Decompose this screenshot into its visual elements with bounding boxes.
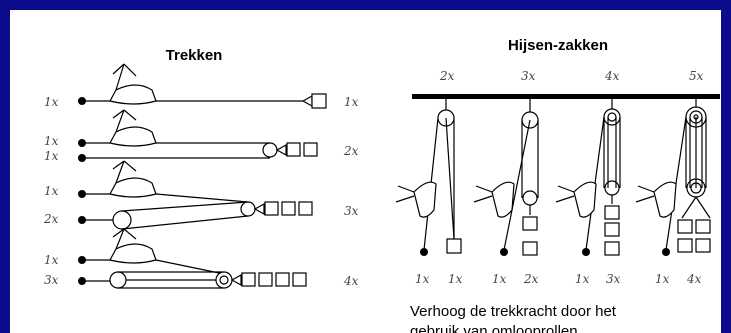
- bottom-label-4x-b: 3x: [606, 272, 621, 286]
- bottom-label-5x-b: 4x: [686, 272, 702, 286]
- caption-line-1: Verhoog de trekkracht door het: [410, 303, 617, 320]
- hoist-2x: [395, 99, 462, 256]
- caption-line-2: gebruik van omlooprollen: [410, 323, 578, 333]
- row3-left-label-2: 2x: [43, 212, 59, 226]
- bottom-label-2x-b: 1x: [448, 272, 463, 286]
- row1-left-label: 1x: [44, 95, 59, 109]
- pulley-diagram: Trekken 1x 1x 1x 1x 2x 1x 2x: [43, 37, 720, 333]
- row4-left-label-1: 1x: [44, 253, 59, 267]
- bottom-label-4x-a: 1x: [575, 272, 590, 286]
- bottom-label-3x-a: 1x: [492, 272, 507, 286]
- row3-left-label-1: 1x: [44, 184, 59, 198]
- bottom-label-5x-a: 1x: [655, 272, 670, 286]
- hijsen-title: Hijsen-zakken: [508, 37, 608, 54]
- row2-left-label-2: 1x: [44, 149, 59, 163]
- pulley: [262, 142, 278, 158]
- row2-left-label-1: 1x: [44, 134, 59, 148]
- row2-right-label: 2x: [343, 144, 359, 158]
- row3-right-label: 3x: [344, 204, 359, 218]
- person-hull: [109, 84, 157, 105]
- trekken-row-3: 1x 2x 3x: [43, 160, 359, 230]
- trekken-title: Trekken: [166, 47, 223, 64]
- hoist-5x: [635, 99, 711, 256]
- bottom-label-3x-b: 2x: [523, 272, 539, 286]
- row1-right-label: 1x: [344, 95, 359, 109]
- hoist-4x: [555, 99, 621, 256]
- weight-box: [311, 93, 327, 109]
- trekken-row-2: 1x 1x 2x: [44, 109, 359, 163]
- row4-right-label: 4x: [343, 274, 359, 288]
- trekken-row-1: 1x 1x: [44, 63, 359, 109]
- top-label-2x: 2x: [439, 69, 455, 83]
- row4-left-label-2: 3x: [44, 273, 59, 287]
- top-label-4x: 4x: [604, 69, 620, 83]
- hoist-3x: [473, 99, 539, 256]
- trekken-row-4: 1x 3x 4x: [44, 228, 359, 289]
- top-label-5x: 5x: [689, 69, 704, 83]
- top-label-3x: 3x: [521, 69, 536, 83]
- ceiling-beam: [412, 94, 720, 99]
- bottom-label-2x-a: 1x: [415, 272, 430, 286]
